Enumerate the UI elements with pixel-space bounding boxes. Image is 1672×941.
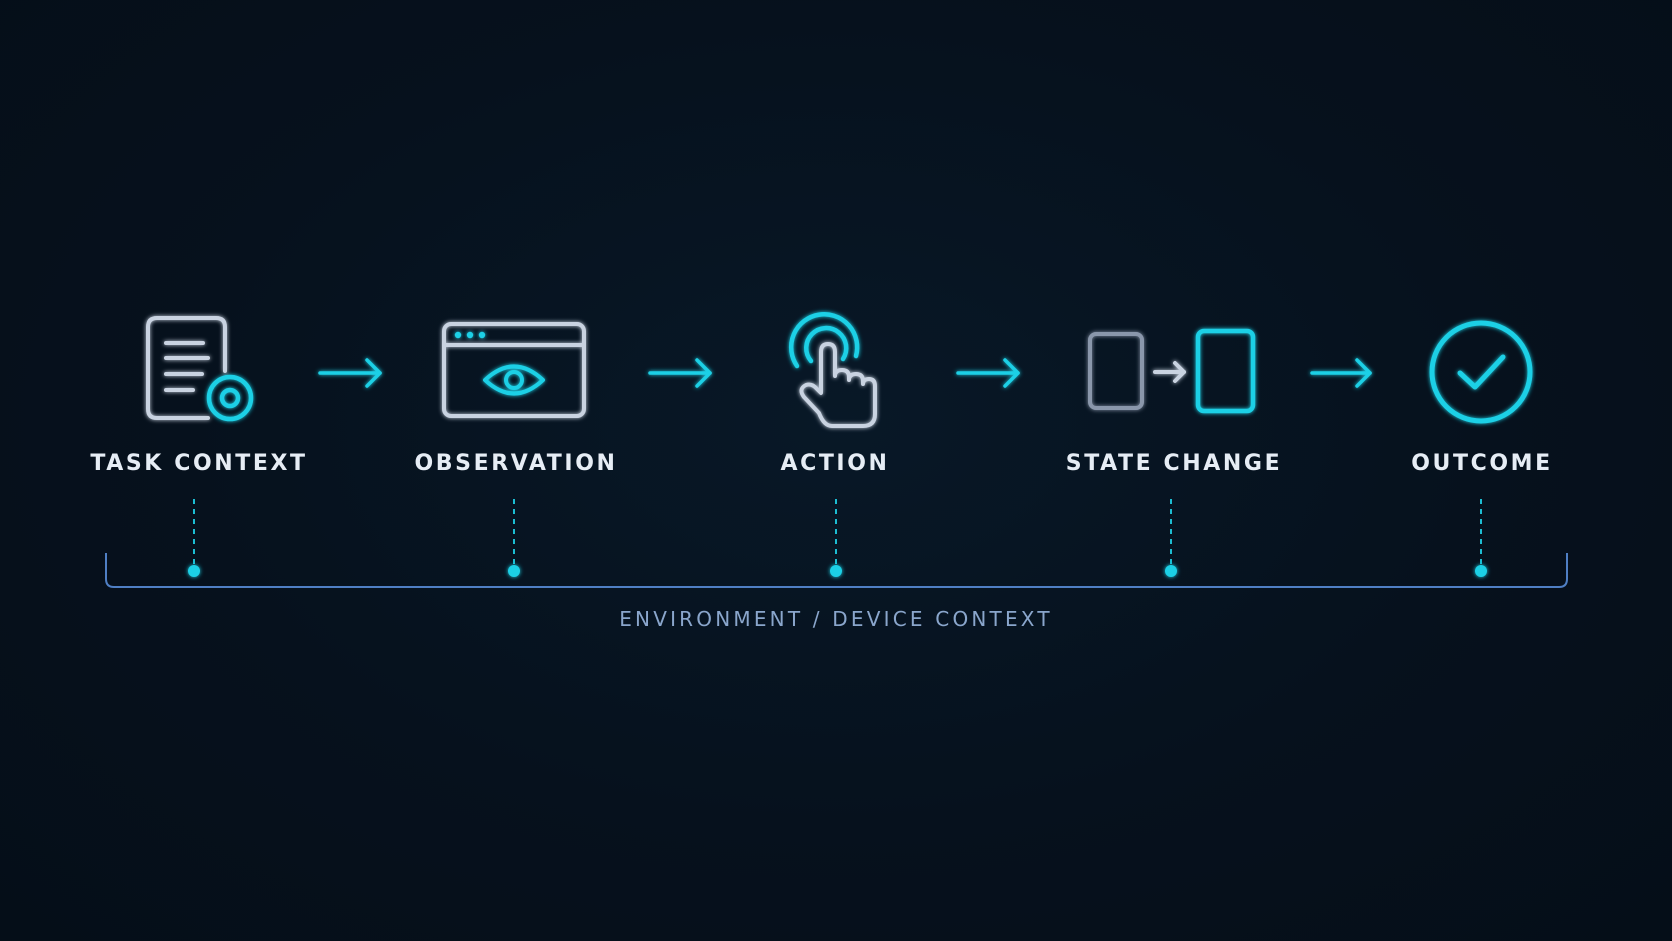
step-label-outcome: OUTCOME [1411,451,1553,476]
environment-bracket [105,553,1568,588]
document-settings-icon [146,316,254,422]
environment-label: ENVIRONMENT / DEVICE CONTEXT [619,607,1053,631]
flow-arrow [318,358,1372,388]
connection-dot [188,565,200,577]
connection-dot [1165,565,1177,577]
step-label-state-change: STATE CHANGE [1065,451,1283,476]
arrow-right-icon [318,358,382,388]
step-label-task-context: TASK CONTEXT [90,451,308,476]
step-label-observation: OBSERVATION [414,451,618,476]
screen-transition-icon [1088,328,1256,414]
arrow-right-icon [1310,358,1372,388]
connection-dot [830,565,842,577]
connection-dots [188,565,1487,577]
step-label-action: ACTION [780,451,890,476]
connection-dot [508,565,520,577]
arrow-right-icon [956,358,1020,388]
arrow-right-icon [648,358,712,388]
browser-eye-icon [442,322,586,418]
check-circle-icon [1429,320,1533,424]
drop-lines [193,499,1482,565]
tap-hand-icon [788,312,877,428]
connection-dot [1475,565,1487,577]
